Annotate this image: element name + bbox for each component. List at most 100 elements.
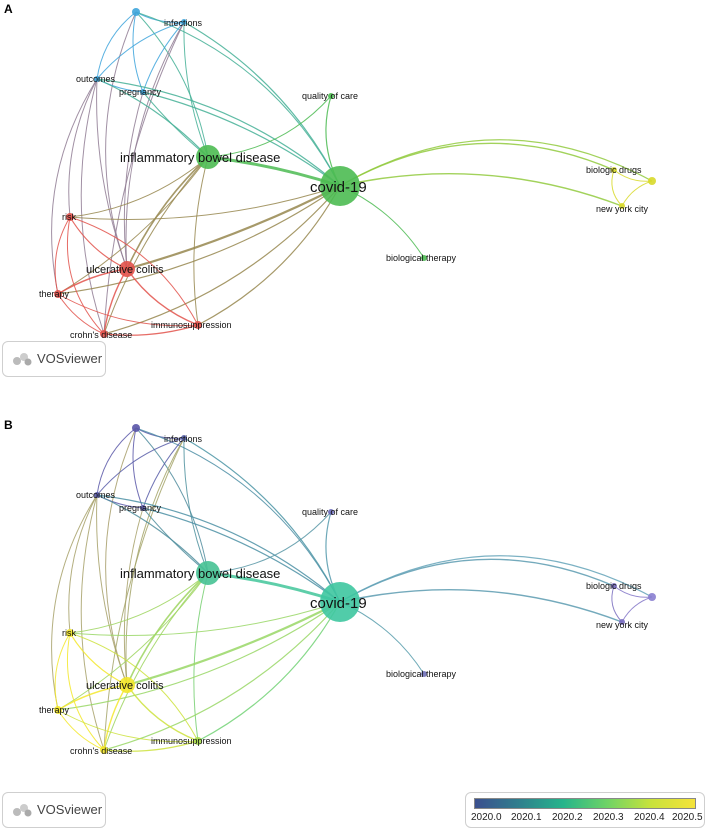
edge-link <box>96 494 128 686</box>
node-therapy[interactable] <box>54 290 62 298</box>
node-label-crohns: crohn's disease <box>70 330 132 340</box>
vosviewer-watermark: VOSviewer <box>2 341 106 377</box>
node-top-node[interactable] <box>132 424 140 432</box>
edge-link <box>96 78 128 270</box>
edge-link <box>339 139 653 187</box>
node-ibd[interactable] <box>196 561 220 585</box>
edge-link <box>57 601 341 711</box>
node-label-risk: risk <box>62 212 76 222</box>
edge-link <box>126 185 341 271</box>
node-ibd[interactable] <box>196 145 220 169</box>
edge-link <box>126 156 209 270</box>
edge-link <box>132 427 144 509</box>
node-outcomes[interactable] <box>94 76 100 82</box>
edge-link <box>135 11 209 158</box>
node-label-pregnancy: pregnancy <box>119 503 162 513</box>
colorbar-tick: 2020.4 <box>634 812 665 823</box>
node-label-therapy: therapy <box>39 705 70 715</box>
node-quality-of-care[interactable] <box>328 93 334 99</box>
node-right-node[interactable] <box>648 593 656 601</box>
node-biological-therapy[interactable] <box>421 671 427 677</box>
node-biological-therapy[interactable] <box>421 255 427 261</box>
node-covid[interactable] <box>320 166 360 206</box>
edge-link <box>142 91 341 187</box>
node-infections[interactable] <box>181 435 187 441</box>
edge-link <box>126 572 209 686</box>
node-label-biologic-drugs: biologic drugs <box>586 165 642 175</box>
edge-link <box>135 427 209 574</box>
node-label-immuno: immunosuppression <box>151 320 232 330</box>
node-covid[interactable] <box>320 582 360 622</box>
node-label-quality-of-care: quality of care <box>302 507 358 517</box>
edge-link <box>103 572 209 751</box>
edge-link <box>67 216 105 335</box>
node-right-node[interactable] <box>648 177 656 185</box>
edge-link <box>69 156 209 218</box>
edge-link <box>621 180 653 207</box>
edge-link <box>339 588 623 623</box>
node-uc[interactable] <box>119 261 135 277</box>
edge-link <box>80 78 105 335</box>
edge-link <box>57 156 209 295</box>
node-immuno[interactable] <box>194 737 202 745</box>
edge-link <box>54 216 71 295</box>
edge-link <box>57 572 209 711</box>
node-label-ibd: inflammatory bowel disease <box>120 150 280 165</box>
node-label-immuno: immunosuppression <box>151 736 232 746</box>
node-label-uc: ulcerative colitis <box>86 264 164 276</box>
node-crohns[interactable] <box>100 746 108 754</box>
edge-link <box>621 596 653 623</box>
edge-link <box>207 95 332 158</box>
node-quality-of-care[interactable] <box>328 509 334 515</box>
node-new-york-city[interactable] <box>619 619 625 625</box>
edge-link <box>69 601 341 636</box>
node-risk[interactable] <box>66 629 74 637</box>
edge-link <box>69 632 199 742</box>
edge-link <box>126 684 199 742</box>
edge-link <box>69 572 209 634</box>
node-immuno[interactable] <box>194 321 202 329</box>
node-pregnancy[interactable] <box>140 505 146 511</box>
edge-link <box>126 601 341 687</box>
colorbar-gradient <box>474 798 696 809</box>
node-risk[interactable] <box>66 213 74 221</box>
node-label-biological-therapy: biological therapy <box>386 669 457 679</box>
vosviewer-text: VOSviewer <box>37 802 103 817</box>
node-label-covid: covid-19 <box>310 179 367 196</box>
node-outcomes[interactable] <box>94 492 100 498</box>
node-top-node[interactable] <box>132 8 140 16</box>
edge-link <box>96 494 341 603</box>
node-biologic-drugs[interactable] <box>611 167 617 173</box>
node-uc[interactable] <box>119 677 135 693</box>
node-label-biological-therapy: biological therapy <box>386 253 457 263</box>
node-label-new-york-city: new york city <box>596 204 649 214</box>
node-label-infections: infections <box>164 434 203 444</box>
edge-link <box>103 156 209 335</box>
node-label-therapy: therapy <box>39 289 70 299</box>
node-infections[interactable] <box>181 19 187 25</box>
edge-link <box>132 11 144 93</box>
edge-link <box>135 427 341 603</box>
node-pregnancy[interactable] <box>140 89 146 95</box>
nodes-layer <box>54 8 656 338</box>
node-label-quality-of-care: quality of care <box>302 91 358 101</box>
edge-link <box>105 11 137 270</box>
edge-link <box>103 437 185 751</box>
edge-link <box>339 555 653 603</box>
edge-link <box>183 21 209 158</box>
edge-link <box>103 740 199 752</box>
edge-link <box>126 268 199 326</box>
node-therapy[interactable] <box>54 706 62 714</box>
edge-link <box>54 632 71 711</box>
node-label-uc: ulcerative colitis <box>86 680 164 692</box>
node-label-biologic-drugs: biologic drugs <box>586 581 642 591</box>
node-new-york-city[interactable] <box>619 203 625 209</box>
node-biologic-drugs[interactable] <box>611 583 617 589</box>
node-crohns[interactable] <box>100 330 108 338</box>
edge-link <box>197 601 341 742</box>
